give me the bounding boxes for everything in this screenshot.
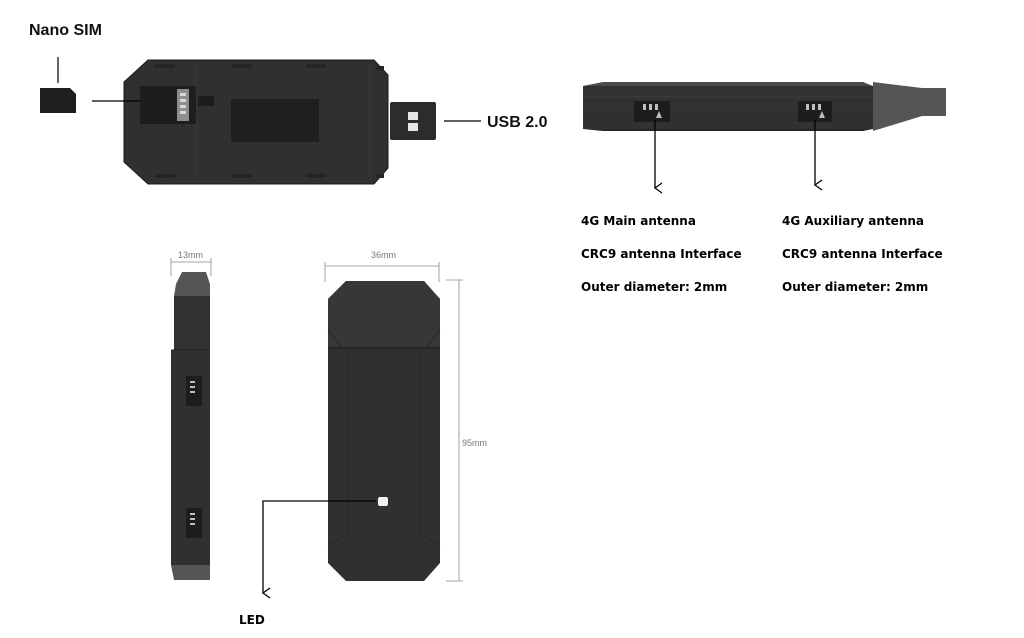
- nano-sim-card: [40, 88, 76, 113]
- main-antenna-diameter: Outer diameter: 2mm: [581, 280, 728, 294]
- aux-antenna-port: [798, 101, 832, 122]
- label-window: [231, 99, 319, 142]
- main-antenna-port: [634, 101, 670, 122]
- device-front-view: [327, 281, 441, 581]
- aux-antenna-name: 4G Auxiliary antenna: [782, 214, 925, 228]
- aux-antenna-diameter: Outer diameter: 2mm: [782, 280, 929, 294]
- aux-antenna-interface: CRC9 antenna Interface: [782, 247, 943, 261]
- usb-label: USB 2.0: [487, 114, 548, 131]
- dimension-width-front: 36mm: [371, 250, 397, 260]
- led-arrow: [261, 500, 376, 599]
- dimension-width-side: 13mm: [178, 250, 204, 260]
- main-antenna-interface: CRC9 antenna Interface: [581, 247, 742, 261]
- main-antenna-name: 4G Main antenna: [581, 214, 696, 228]
- usb-connector: [390, 102, 436, 140]
- device-side-view: [583, 82, 946, 131]
- device-top-view: [123, 59, 436, 185]
- dimension-height: 95mm: [462, 438, 488, 448]
- device-profile-view: [171, 272, 210, 580]
- led-indicator: [378, 497, 388, 506]
- led-label: LED: [239, 613, 265, 627]
- nano-sim-label: Nano SIM: [29, 22, 102, 39]
